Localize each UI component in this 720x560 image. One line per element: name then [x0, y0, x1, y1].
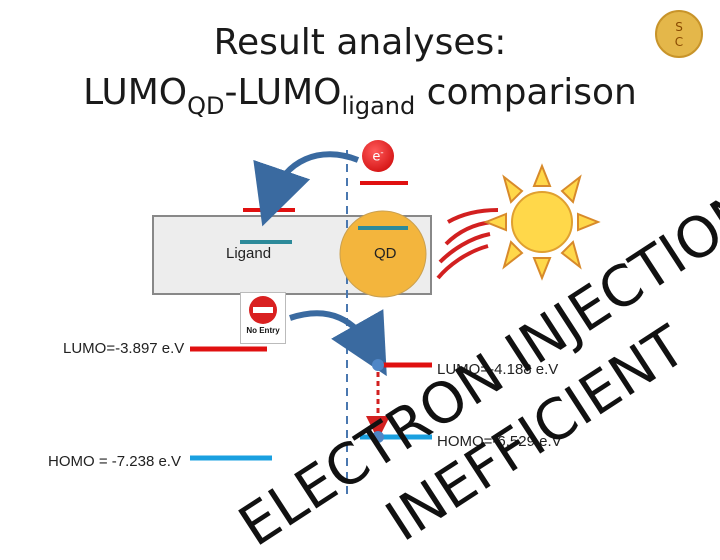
logo-text-bottom: C	[674, 35, 684, 49]
title-lumo-mid: -LUMO	[224, 72, 342, 113]
ligand-label: Ligand	[226, 245, 272, 262]
electron-icon: e-	[362, 140, 394, 172]
curved-arrow-bottom	[289, 309, 387, 377]
qd-lumo-label: LUMO=-4.188 e.V	[437, 361, 559, 378]
title-sub-qd: QD	[187, 92, 225, 120]
electron-label: e	[372, 149, 381, 165]
qd-lumo-dot	[372, 359, 384, 371]
no-entry-label: No Entry	[246, 326, 280, 335]
qd-circle	[339, 210, 427, 298]
title-line-1: Result analyses:	[213, 22, 507, 63]
qd-homo-label: HOMO=-6.529 e.V	[437, 433, 562, 450]
title-suffix: comparison	[415, 72, 637, 113]
curved-arrow-top	[253, 151, 360, 227]
sun-icon	[483, 163, 601, 281]
ligand-homo-label: HOMO = -7.238 e.V	[48, 453, 181, 470]
electron-sup: -	[380, 148, 384, 158]
logo-text-top: S	[675, 20, 683, 34]
qd-homo-dot	[372, 431, 384, 443]
qd-label: QD	[374, 245, 397, 262]
logo-badge: S C	[655, 10, 703, 58]
energy-diagram	[190, 150, 601, 500]
ligand-lumo-label: LUMO=-3.897 e.V	[63, 340, 185, 357]
title-line-2: LUMOQD-LUMOligand comparison	[0, 72, 720, 120]
title-lumo-prefix: LUMO	[83, 72, 188, 113]
no-entry-sign-icon: No Entry	[240, 292, 286, 344]
title-sub-ligand: ligand	[341, 92, 416, 120]
